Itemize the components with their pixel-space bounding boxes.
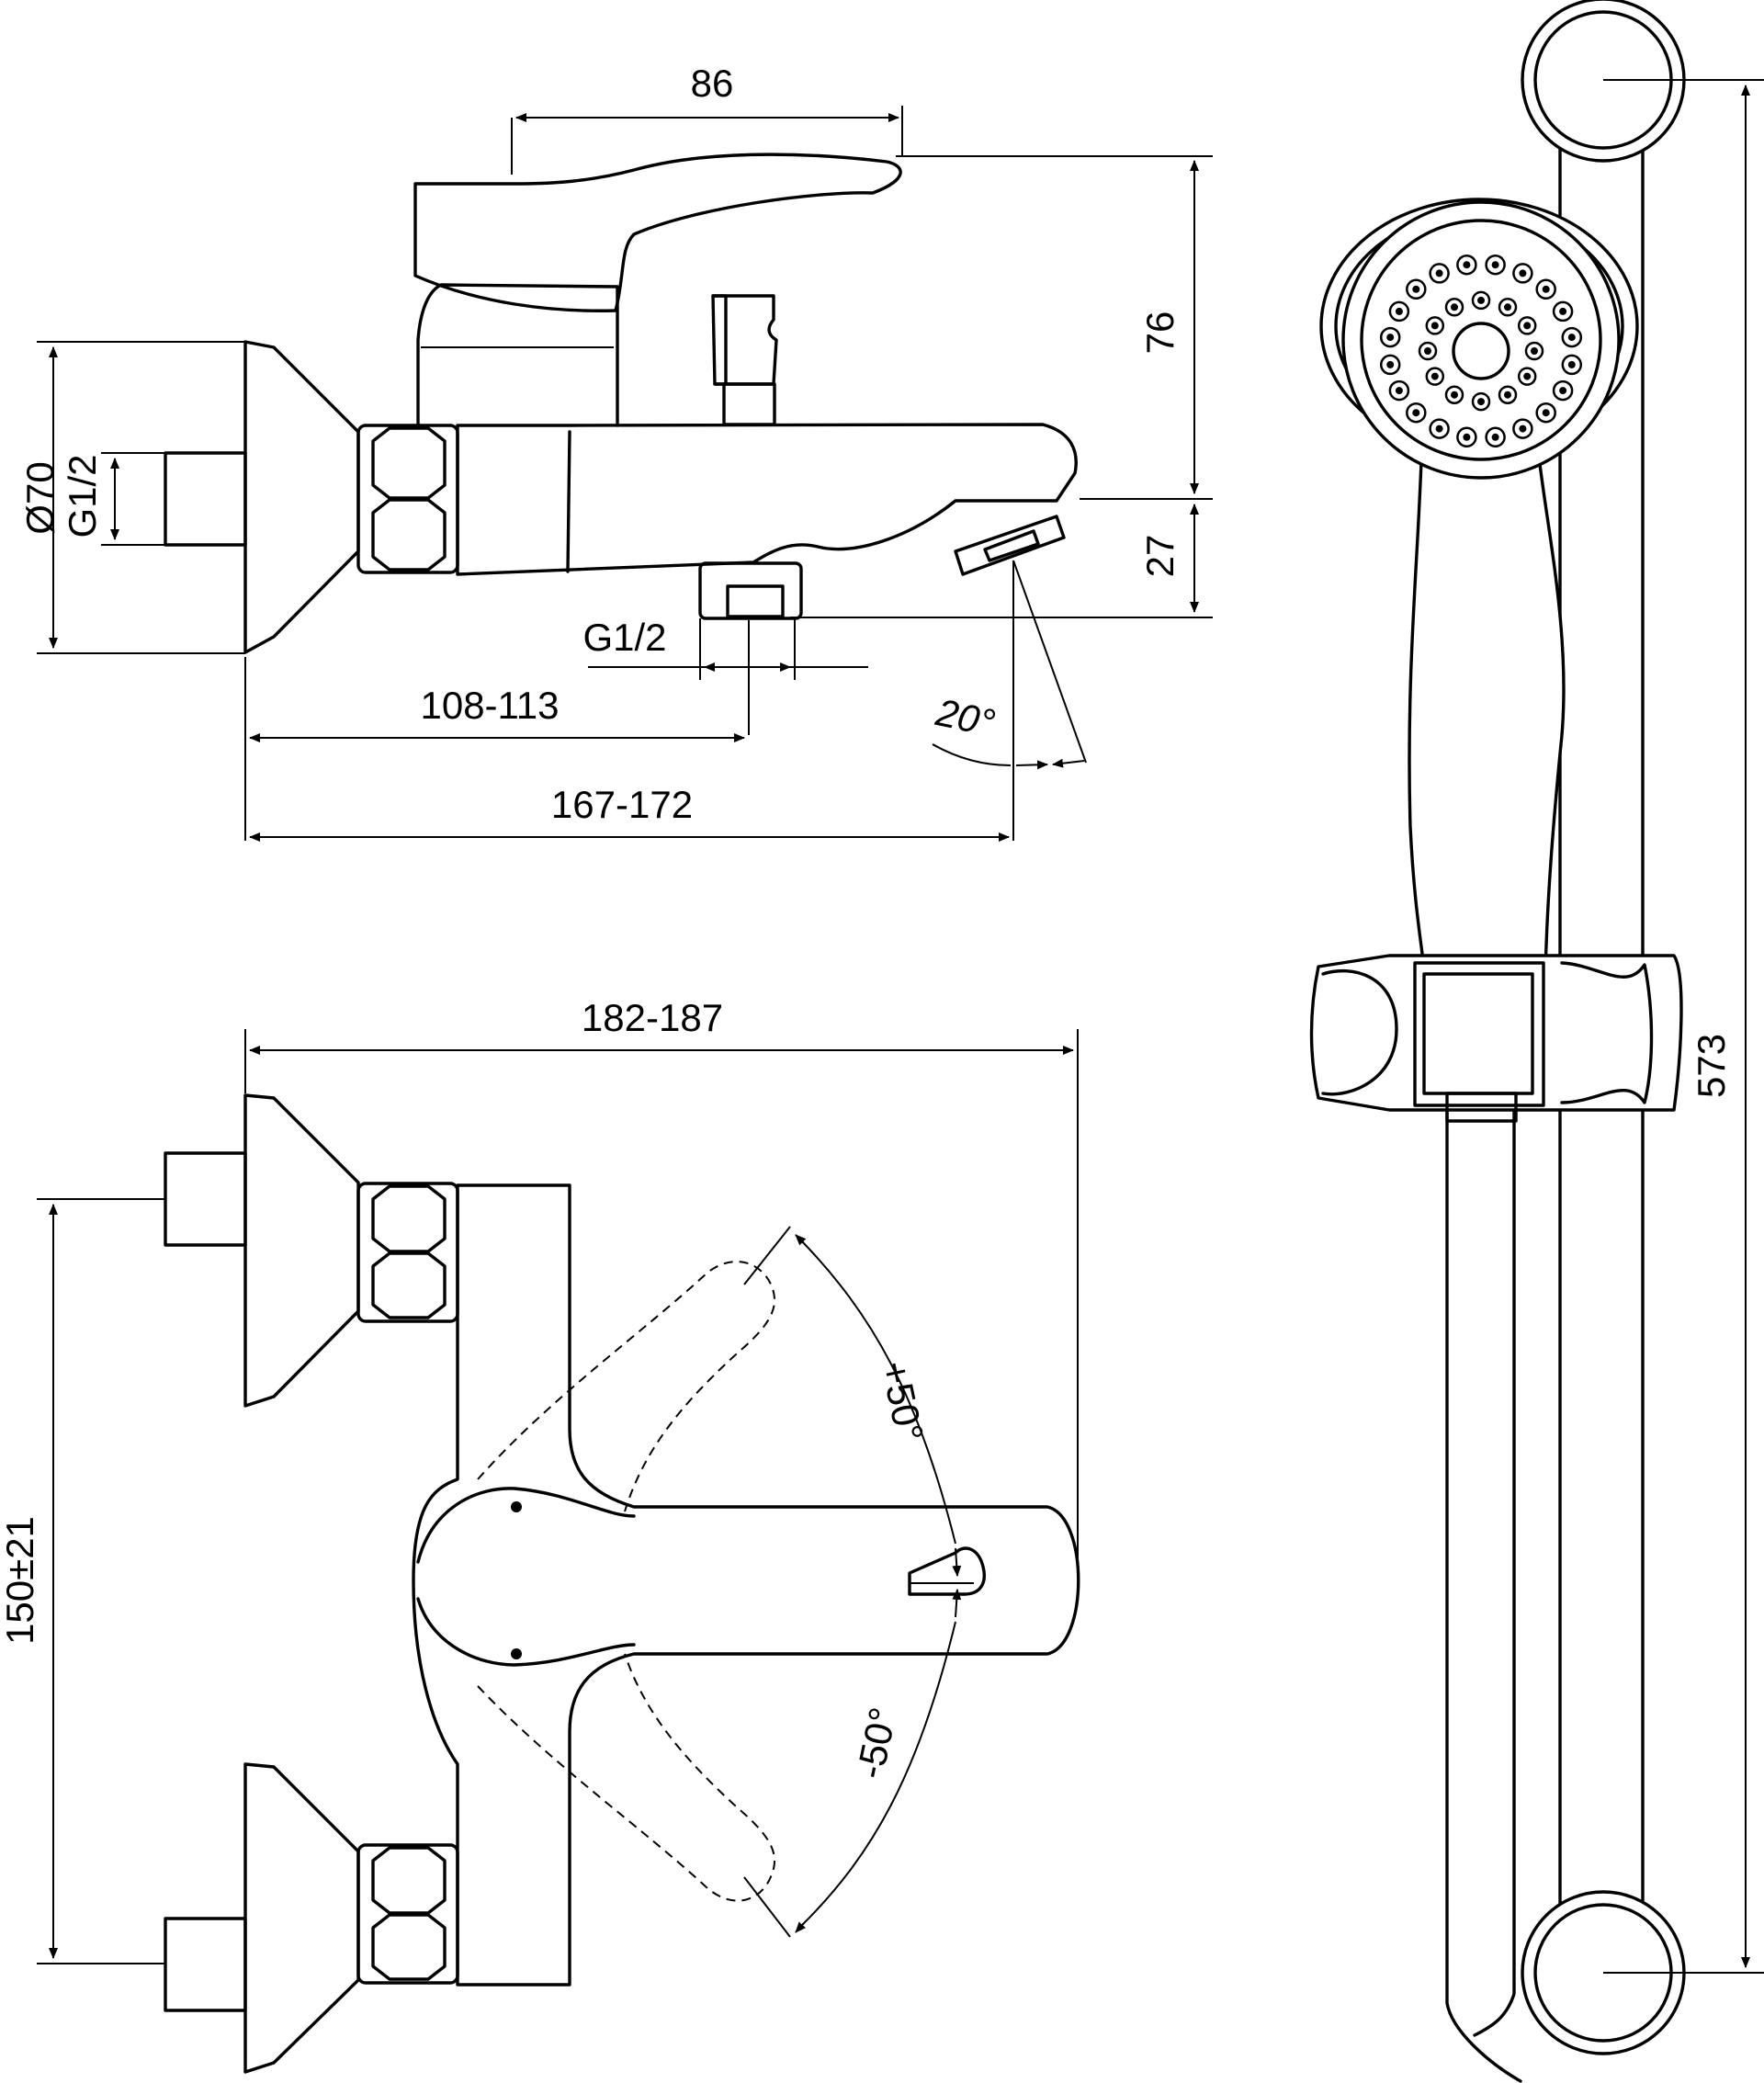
side-view: 86 76 27 Ø70 G1/2 G1/2 108-113 167-1 bbox=[18, 62, 1213, 842]
nozzle-hole bbox=[1463, 261, 1471, 269]
nozzle-hole bbox=[1559, 387, 1567, 395]
nozzle-hole bbox=[1504, 391, 1511, 399]
nozzle-hole bbox=[1491, 261, 1499, 269]
nozzle-hole bbox=[1491, 433, 1499, 441]
spout-body bbox=[456, 423, 1078, 576]
shower-handle bbox=[1408, 430, 1566, 976]
nozzle-hole bbox=[1519, 269, 1527, 277]
lever-down-dashed bbox=[477, 1653, 776, 1902]
nozzle-hole bbox=[1477, 398, 1485, 406]
shower-rail-view: 573 bbox=[1309, 0, 1764, 2083]
nozzle-hole bbox=[1386, 334, 1395, 342]
nozzle-hole bbox=[1559, 307, 1567, 315]
front-rosette-bottom bbox=[243, 1762, 360, 2074]
dim-167-172-label: 167-172 bbox=[551, 783, 693, 826]
dim-outlet-thread-label: G1/2 bbox=[582, 616, 666, 659]
nozzle-hole bbox=[1395, 387, 1403, 395]
aerator bbox=[954, 515, 1066, 576]
nozzle-hole bbox=[1451, 391, 1458, 399]
bottom-outlet bbox=[698, 561, 803, 620]
nozzle-hole bbox=[1504, 303, 1511, 311]
front-lever bbox=[908, 1546, 986, 1596]
nozzle-hole bbox=[1424, 347, 1431, 355]
dim-76-label: 76 bbox=[1138, 311, 1182, 355]
nozzle-hole bbox=[1519, 425, 1527, 433]
nozzle-hole bbox=[1412, 409, 1420, 417]
dim-inlet-thread-label: G1/2 bbox=[61, 454, 104, 538]
dim-27-label: 27 bbox=[1138, 535, 1182, 578]
nozzle-hole bbox=[1523, 372, 1532, 380]
front-body bbox=[412, 1183, 1080, 1987]
nozzle-hole bbox=[1567, 360, 1576, 368]
front-nut-bottom bbox=[356, 1843, 459, 1985]
dim-angle-label: 20° bbox=[932, 690, 999, 744]
rail-slider bbox=[1309, 954, 1683, 1123]
front-inlet-top bbox=[164, 1151, 247, 1247]
nozzle-hole bbox=[1435, 269, 1443, 277]
dim-182-187-label: 182-187 bbox=[582, 996, 723, 1039]
dim-minus50-label: -50° bbox=[848, 1704, 905, 1783]
wall-rosette bbox=[243, 340, 360, 654]
nozzle-hole bbox=[1542, 285, 1550, 293]
nozzle-hole bbox=[1463, 433, 1471, 441]
nozzle-hole bbox=[1567, 334, 1576, 342]
dim-573-label: 573 bbox=[1690, 1034, 1733, 1098]
front-inlet-bottom bbox=[164, 1917, 247, 2012]
nozzle-hole bbox=[1412, 285, 1420, 293]
nozzle-hole bbox=[1531, 347, 1538, 355]
lever-handle bbox=[413, 153, 902, 312]
hex-nut bbox=[356, 424, 459, 574]
dim-150-label: 150±21 bbox=[0, 1516, 41, 1645]
lever-up-dashed bbox=[477, 1261, 776, 1512]
spray-nozzles bbox=[1379, 254, 1583, 448]
inlet-pipe bbox=[164, 451, 247, 547]
shower-hose bbox=[1445, 1092, 1522, 2083]
nozzle-hole bbox=[1430, 372, 1439, 380]
nozzle-hole bbox=[1386, 360, 1395, 368]
nozzle-hole bbox=[1477, 296, 1485, 304]
front-view: 182-187 150±21 +50° -50° bbox=[0, 996, 1080, 2074]
nozzle-hole bbox=[1451, 303, 1458, 311]
nozzle-hole bbox=[1523, 322, 1532, 330]
nozzle-hole bbox=[1395, 307, 1403, 315]
dim-108-113-label: 108-113 bbox=[420, 684, 559, 727]
front-rosette-top bbox=[243, 1093, 360, 1408]
dim-diameter-label: Ø70 bbox=[18, 461, 62, 534]
nozzle-hole bbox=[1435, 425, 1443, 433]
nozzle-hole bbox=[1542, 409, 1550, 417]
diverter-knob bbox=[711, 294, 778, 426]
nozzle-hole bbox=[1430, 322, 1439, 330]
dim-86-label: 86 bbox=[691, 62, 734, 105]
front-nut-top bbox=[356, 1182, 459, 1323]
dim-plus50-label: +50° bbox=[873, 1357, 932, 1445]
shower-head bbox=[1319, 198, 1639, 480]
